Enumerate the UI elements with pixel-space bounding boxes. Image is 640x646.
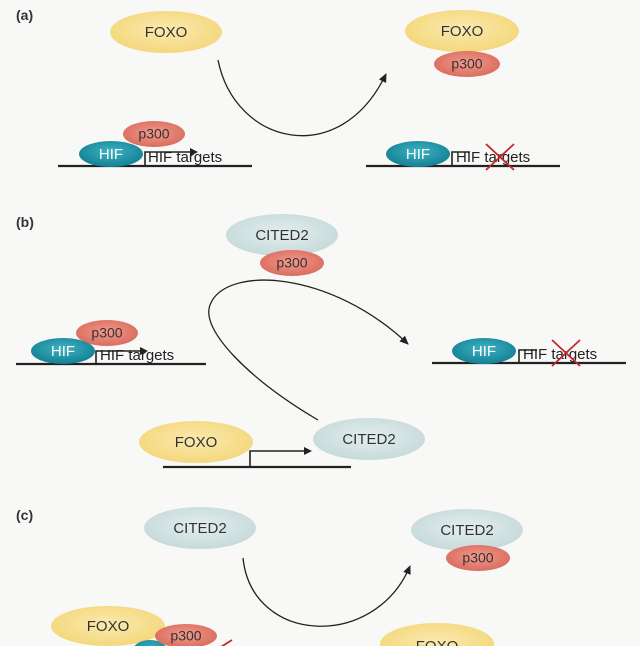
panel-label-b: (b) <box>16 214 34 230</box>
cited2-sequestration-arrow <box>242 557 411 627</box>
p300-node: p300 <box>260 250 324 276</box>
hif-label: HIF <box>99 146 123 163</box>
hif-node: HIF <box>452 338 516 364</box>
foxo-node: FOXO <box>139 421 253 463</box>
p300-label: p300 <box>276 255 307 271</box>
cited2-node: CITED2 <box>411 509 523 551</box>
cited2-node: CITED2 <box>144 507 256 549</box>
p300-node: p300 <box>155 624 217 646</box>
hif-targets-label: HIF targets <box>523 346 597 363</box>
foxo-label: FOXO <box>441 23 484 40</box>
p300-node: p300 <box>123 121 185 147</box>
foxo-node: FOXO <box>51 606 165 646</box>
p300-label: p300 <box>451 56 482 72</box>
hif-node: HIF <box>31 338 95 364</box>
p300-label: p300 <box>170 628 201 644</box>
p300-node: p300 <box>76 320 138 346</box>
promoter-arrow <box>144 151 192 166</box>
sequestration-arrow <box>217 59 387 137</box>
cited2-competition-arrow <box>208 279 409 421</box>
repression-cross <box>485 143 515 171</box>
foxo-node: FOXO <box>405 10 519 52</box>
promoter-arrow <box>95 350 142 364</box>
hif-targets-label: HIF targets <box>456 149 530 166</box>
cited2-label: CITED2 <box>255 227 308 244</box>
foxo-label: FOXO <box>87 618 130 635</box>
promoter-arrow <box>518 349 537 363</box>
cited2-label: CITED2 <box>173 520 226 537</box>
repression-cross <box>551 339 581 367</box>
hif-node <box>134 640 166 646</box>
hif-label: HIF <box>472 343 496 360</box>
hif-node: HIF <box>79 141 143 167</box>
hif-label: HIF <box>406 146 430 163</box>
foxo-node: FOXO <box>110 11 222 53</box>
panel-label-c: (c) <box>16 507 33 523</box>
panel-label-a: (a) <box>16 7 33 23</box>
promoter-arrow <box>451 151 470 166</box>
foxo-label: FOXO <box>145 24 188 41</box>
cited2-label: CITED2 <box>342 431 395 448</box>
p300-label: p300 <box>138 126 169 142</box>
hif-label: HIF <box>51 343 75 360</box>
foxo-node: FOXO <box>380 623 494 646</box>
cited2-label: CITED2 <box>440 522 493 539</box>
p300-node: p300 <box>446 545 510 571</box>
hif-node: HIF <box>386 141 450 167</box>
foxo-label: FOXO <box>416 638 459 646</box>
foxo-label: FOXO <box>175 434 218 451</box>
hif-targets-label: HIF targets <box>148 149 222 166</box>
p300-label: p300 <box>462 550 493 566</box>
hif-targets-label: HIF targets <box>100 347 174 364</box>
promoter-arrow <box>249 450 306 467</box>
p300-label: p300 <box>91 325 122 341</box>
cited2-node: CITED2 <box>313 418 425 460</box>
p300-node: p300 <box>434 51 500 77</box>
repression-cross <box>220 639 233 646</box>
cited2-node: CITED2 <box>226 214 338 256</box>
